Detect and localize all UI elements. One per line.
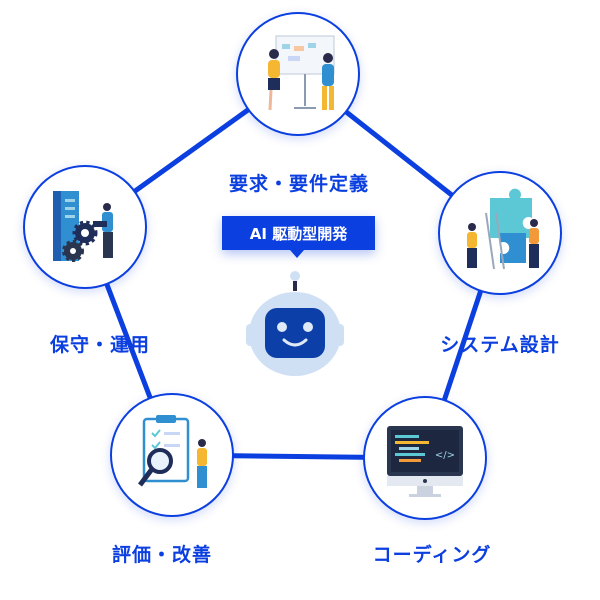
step-node-maintenance[interactable] xyxy=(23,165,147,289)
robot-icon xyxy=(246,271,344,376)
code-monitor-icon: </> xyxy=(387,426,463,497)
svg-text:</>: </> xyxy=(435,450,455,461)
step-node-system-design[interactable] xyxy=(438,171,562,295)
puzzle-team-icon xyxy=(467,188,539,270)
step-label-maintenance: 保守・運用 xyxy=(49,334,151,356)
server-gears-icon xyxy=(53,191,113,262)
step-label-requirements: 要求・要件定義 xyxy=(228,173,370,195)
clipboard-magnifier-icon xyxy=(138,415,207,488)
step-node-requirements[interactable] xyxy=(236,12,360,136)
step-label-evaluation: 評価・改善 xyxy=(111,544,213,566)
step-node-coding[interactable]: </> xyxy=(363,396,487,520)
step-label-coding: コーディング xyxy=(372,544,492,566)
presentation-board-icon xyxy=(268,35,335,111)
step-node-evaluation[interactable] xyxy=(110,393,234,517)
ai-driven-development-badge: AI 駆動型開発 xyxy=(222,216,375,258)
step-label-system-design: システム設計 xyxy=(440,334,560,356)
